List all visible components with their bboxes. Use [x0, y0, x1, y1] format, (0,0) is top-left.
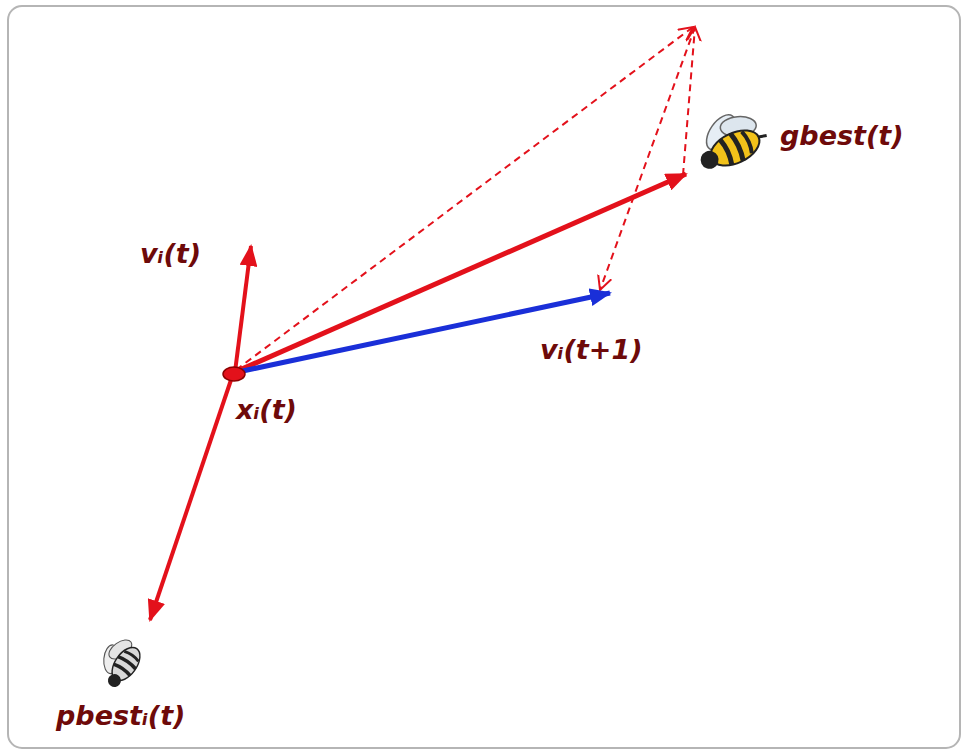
gbest-vector [235, 174, 686, 372]
particle-dot [223, 367, 245, 381]
dashed-sum-line [683, 27, 695, 175]
pbest-label: pbestᵢ(t) [56, 700, 185, 732]
pbest-vector [150, 374, 233, 620]
frame [8, 6, 960, 748]
bee-icon [87, 629, 148, 692]
new-velocity-label: vᵢ(t+1) [540, 334, 643, 366]
velocity-vector [235, 246, 251, 372]
dashed-sum-line [600, 27, 695, 290]
gbest-label: gbest(t) [780, 120, 904, 152]
bee-icon [685, 98, 772, 177]
velocity-label: vᵢ(t) [140, 238, 201, 270]
position-label: xᵢ(t) [236, 394, 297, 426]
